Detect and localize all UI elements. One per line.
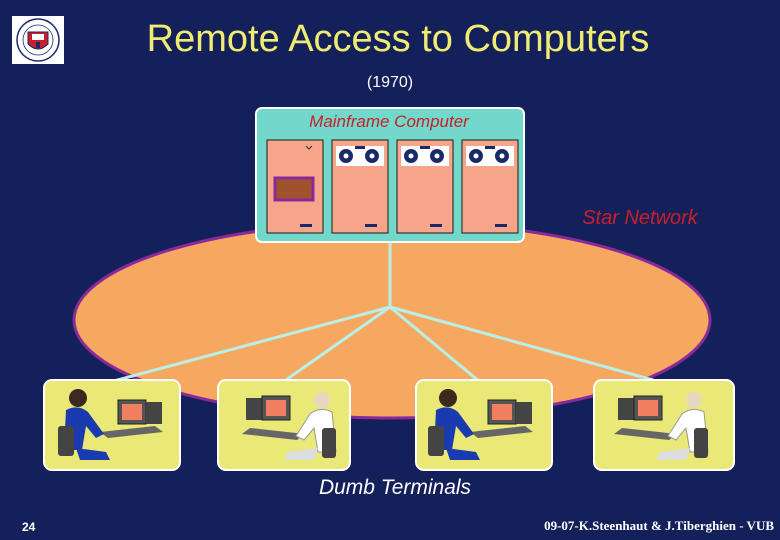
person-icon (69, 389, 87, 407)
person-icon (686, 392, 702, 408)
university-seal-logo (12, 16, 64, 64)
star-links (109, 240, 661, 384)
monitor-icon (618, 398, 634, 420)
person-icon (439, 389, 457, 407)
page-number: 24 (22, 520, 36, 534)
person-icon (314, 392, 330, 408)
link-terminal-3 (389, 305, 481, 384)
link-terminal-4 (389, 305, 661, 384)
credit-footer: 09-07-K.Steenhaut & J.Tiberghien - VUB (544, 518, 774, 533)
slide-title: Remote Access to Computers (146, 18, 650, 60)
tape-drive-1 (331, 139, 389, 234)
tape-drive-3 (461, 139, 519, 234)
tape-drive-2 (396, 139, 454, 234)
terminal-4 (593, 379, 735, 471)
terminal-3 (415, 379, 553, 471)
link-terminal-1 (109, 305, 391, 384)
terminal-1 (43, 379, 181, 471)
dumb-terminals-label: Dumb Terminals (318, 476, 472, 499)
cabinet-console (266, 139, 324, 234)
star-network-label: Star Network (582, 207, 698, 229)
link-terminal-2 (282, 305, 391, 384)
monitor-icon (246, 398, 262, 420)
mainframe-computer (255, 107, 525, 243)
slide-subtitle: (1970) (366, 74, 414, 91)
terminal-2 (217, 379, 351, 471)
mainframe-label: Mainframe Computer (309, 112, 469, 131)
